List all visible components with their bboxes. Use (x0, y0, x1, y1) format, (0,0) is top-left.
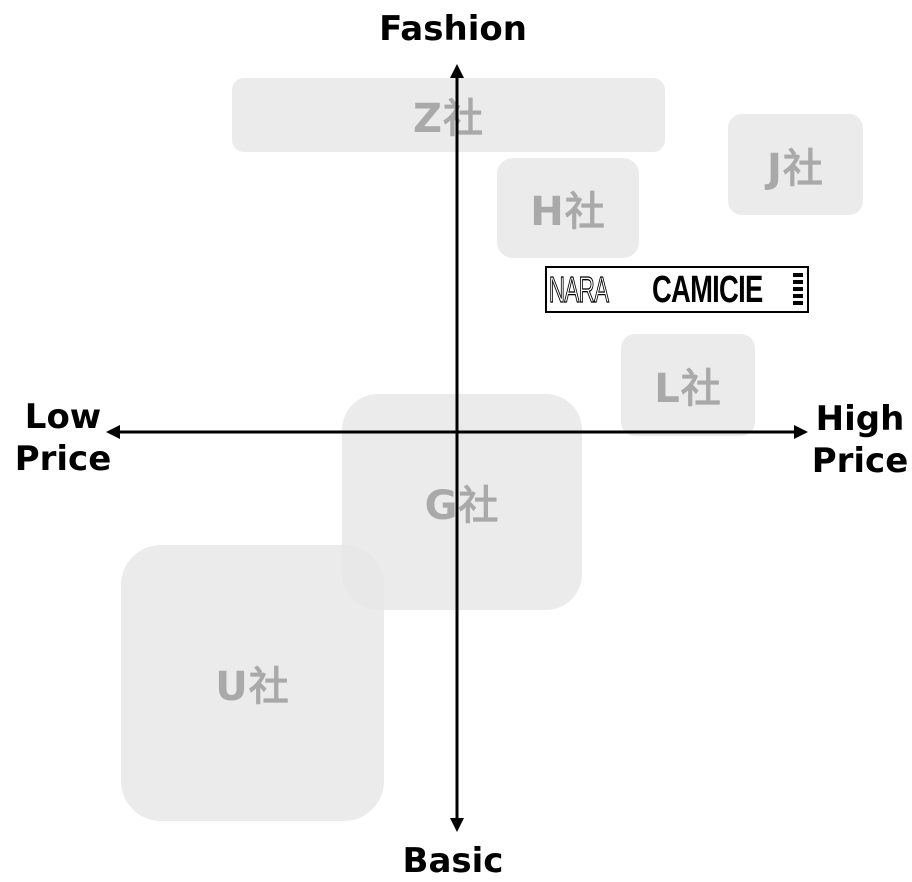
arrow-up-icon (450, 64, 464, 78)
company-u-label: U社 (215, 664, 290, 710)
arrow-right-icon (794, 425, 808, 439)
company-g-label: G社 (424, 483, 500, 529)
company-j-box: J社 (728, 114, 863, 215)
company-z-box: Z社 (232, 78, 665, 152)
company-l-label: L社 (654, 366, 722, 412)
company-h-label: H社 (530, 189, 606, 235)
company-l-box: L社 (621, 334, 755, 436)
logo-nara-text: NARA (548, 268, 609, 310)
company-z-label: Z社 (412, 96, 484, 142)
company-h-box: H社 (497, 158, 639, 258)
arrow-left-icon (106, 425, 120, 439)
axis-label-low-line2: Price (14, 439, 112, 479)
axis-label-high-line2: Price (811, 441, 909, 481)
axis-label-high-line1: High (815, 399, 905, 439)
axis-label-high-price: High Price (808, 398, 912, 482)
company-j-label: J社 (767, 145, 824, 192)
axis-label-low-line1: Low (24, 397, 102, 437)
axis-label-basic: Basic (402, 841, 504, 881)
axis-label-low-price: Low Price (8, 396, 118, 480)
logo-camicie-text: CAMICIE (652, 268, 763, 311)
logo-stripes-icon (793, 273, 803, 308)
arrow-down-icon (450, 818, 464, 832)
axis-label-fashion: Fashion (379, 9, 527, 49)
naracamicie-logo: NARA CAMICIE (545, 266, 809, 313)
company-u-box: U社 (121, 545, 384, 821)
